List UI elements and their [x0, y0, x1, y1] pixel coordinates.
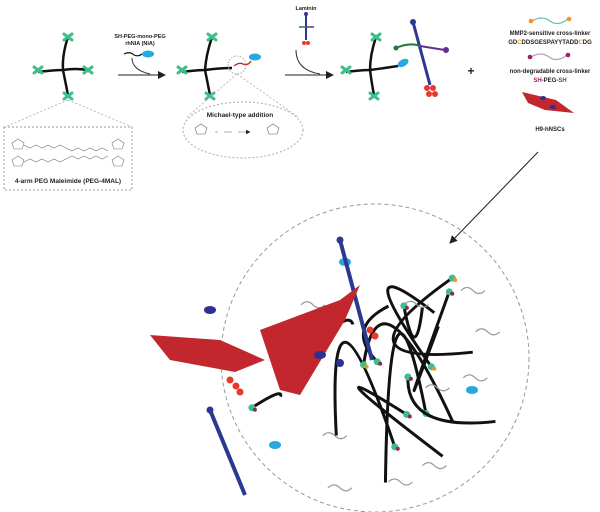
- crosslinker-end: [364, 364, 369, 369]
- maleimide-icon: [32, 65, 44, 75]
- laminin: [338, 239, 374, 361]
- laminin-globule: [371, 332, 379, 340]
- nondeg-title: non-degradable cross-linker: [510, 69, 591, 75]
- laminin-globule: [366, 326, 374, 334]
- laminin-icon-small: [299, 12, 314, 45]
- laminin-globule: [226, 376, 234, 384]
- crosslinker-end: [408, 376, 413, 381]
- peg-arm: [357, 385, 444, 458]
- peg4mal-structure-box: 4-arm PEG Maleimide (PEG-4MAL): [3, 126, 133, 191]
- laminin-end: [336, 236, 344, 244]
- peg-arm: [391, 276, 473, 356]
- peg-arm: [412, 291, 451, 393]
- mmp2-sequence: GDCDDSGESPAYYTADDCDG: [508, 40, 592, 46]
- crosslinker: [460, 286, 486, 295]
- peg-arm: [251, 392, 283, 410]
- crosslinker: [300, 301, 326, 309]
- crosslinker-end: [432, 366, 437, 371]
- peg-arm: [386, 285, 436, 368]
- peg-4arm-molecule: [32, 32, 94, 101]
- peg-nia-conjugate: [176, 32, 261, 101]
- neural-stem-cell: [150, 335, 265, 372]
- crosslinker-end: [378, 361, 383, 366]
- peg-arm: [333, 340, 397, 448]
- crosslinker: [462, 374, 488, 382]
- peg4mal-label: 4-arm PEG Maleimide (PEG-4MAL): [15, 178, 121, 185]
- assembly-arrow: [449, 151, 539, 244]
- crosslinker: [388, 478, 413, 486]
- crosslinker: [322, 432, 348, 440]
- mmp2-crosslinker-legend: MMP2-sensitive cross-linker GDCDDSGESPAY…: [508, 16, 592, 46]
- peg-arm: [402, 305, 424, 339]
- hydrogel-network: [150, 203, 530, 512]
- nia-peptide-icon: [142, 50, 154, 58]
- peg-arm: [406, 376, 496, 425]
- crosslinker: [422, 461, 447, 470]
- mmp2-title: MMP2-sensitive cross-linker: [510, 31, 591, 37]
- neural-stem-cell: [260, 285, 360, 395]
- peg-nia-laminin-conjugate: [340, 19, 449, 101]
- crosslinker: [475, 328, 501, 336]
- crosslinker: [424, 384, 450, 392]
- crosslinker: [327, 484, 353, 492]
- laminin-end: [206, 406, 214, 414]
- plus-sign: +: [467, 64, 474, 78]
- nia-reagent-label: SH-PEG-mono-PEG: [114, 34, 165, 40]
- crosslinker: [404, 300, 429, 308]
- cell-legend: H9-hNSCs: [522, 92, 574, 133]
- michael-label: Michael-type addition: [207, 112, 273, 119]
- crosslinker-end: [252, 407, 257, 412]
- cell-nucleus: [314, 351, 326, 359]
- cell-nucleus: [336, 359, 344, 367]
- nia-peptide: [466, 386, 478, 394]
- crosslinker-end: [395, 446, 400, 451]
- laminin-label: Laminin: [295, 6, 317, 12]
- nia-reagent-label-2: rhNIA (NIA): [125, 41, 155, 47]
- crosslinker-end: [407, 414, 412, 419]
- cells-label: H9-hNSCs: [535, 127, 565, 133]
- crosslinker-end: [404, 305, 409, 310]
- laminin-globule: [236, 388, 244, 396]
- cell-nucleus: [204, 306, 216, 314]
- laminin-globule: [232, 382, 240, 390]
- nondeg-formula: SH-PEG-SH: [533, 78, 566, 84]
- crosslinker-end: [450, 291, 455, 296]
- nondegradable-crosslinker-legend: non-degradable cross-linker SH-PEG-SH: [510, 52, 591, 84]
- crosslinker-end: [453, 278, 458, 283]
- nia-peptide: [269, 441, 281, 449]
- laminin: [208, 409, 247, 496]
- michael-addition-bubble: Michael-type addition: [182, 101, 304, 159]
